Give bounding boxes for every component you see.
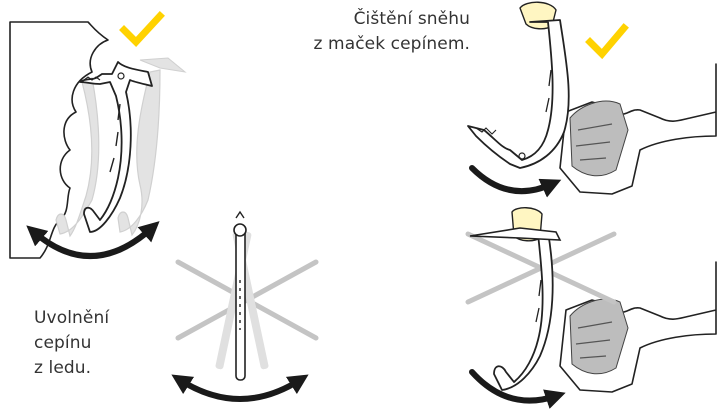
check-icon (590, 28, 624, 54)
panel-wrong-release (178, 212, 316, 399)
ice-axe-icon (234, 212, 246, 380)
caption-line: Uvolnění (34, 306, 144, 331)
caption-line: cepínu (34, 331, 144, 356)
double-arrow-icon (180, 380, 300, 399)
single-arrow-icon (472, 168, 552, 191)
panel-release-from-ice (10, 16, 185, 258)
caption-line: z maček cepínem. (286, 32, 470, 57)
crampon-boot-icon (560, 64, 716, 194)
panel-snow-cleaning-correct (468, 2, 716, 194)
caption-release-from-ice: Uvolnění cepínu z ledu. (34, 306, 144, 381)
ice-axe-icon (470, 228, 560, 390)
caption-snow-cleaning: Čištění sněhu z maček cepínem. (286, 7, 470, 57)
caption-line: Čištění sněhu (286, 7, 470, 32)
caption-line: z ledu. (34, 356, 144, 381)
ice-axe-icon (468, 20, 569, 168)
check-icon (124, 16, 160, 42)
panel-snow-cleaning-wrong (468, 208, 716, 401)
crampon-boot-icon (560, 262, 716, 392)
